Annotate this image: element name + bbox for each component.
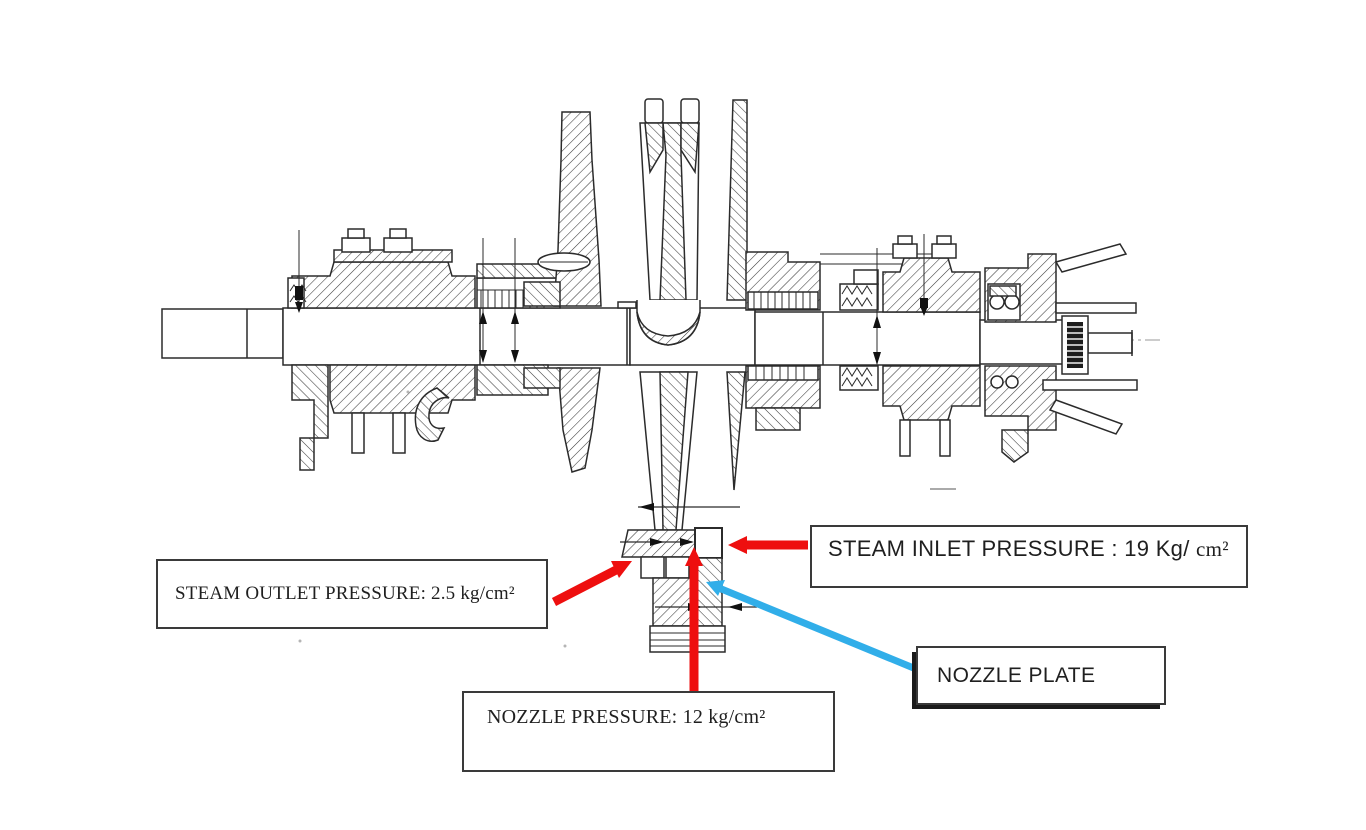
nozzle-pressure-label: NOZZLE PRESSURE: 12 kg/cm² — [487, 706, 766, 728]
flywheel-disc — [523, 111, 602, 473]
nozzle-plate-callout: NOZZLE PLATE — [916, 646, 1166, 705]
dimension-marks — [210, 238, 956, 648]
steam-inlet-pressure-label: STEAM INLET PRESSURE : 19 Kg/ cm² — [828, 536, 1229, 561]
steam-outlet-arrow — [551, 561, 632, 606]
right-gland-seals — [745, 251, 879, 431]
turbine-disc — [636, 98, 955, 531]
steam-inlet-pressure-unit: cm² — [1196, 537, 1229, 561]
steam-outlet-pressure-label: STEAM OUTLET PRESSURE: 2.5 kg/cm² — [175, 583, 515, 604]
nozzle-plate-label: NOZZLE PLATE — [937, 663, 1096, 687]
nozzle-plate-arrow — [706, 580, 918, 673]
steam-outlet-pressure-callout: STEAM OUTLET PRESSURE: 2.5 kg/cm² — [156, 559, 548, 629]
coupling-assembly — [984, 243, 1138, 463]
left-bearing-assembly — [287, 228, 561, 471]
nozzle-assembly — [621, 527, 726, 653]
nozzle-pressure-callout: NOZZLE PRESSURE: 12 kg/cm² — [462, 691, 835, 772]
right-bearing-assembly — [882, 234, 981, 457]
steam-inlet-pressure-callout: STEAM INLET PRESSURE : 19 Kg/ cm² — [810, 525, 1248, 588]
steam-inlet-arrow — [728, 536, 808, 554]
nozzle-pressure-arrow — [685, 547, 703, 691]
